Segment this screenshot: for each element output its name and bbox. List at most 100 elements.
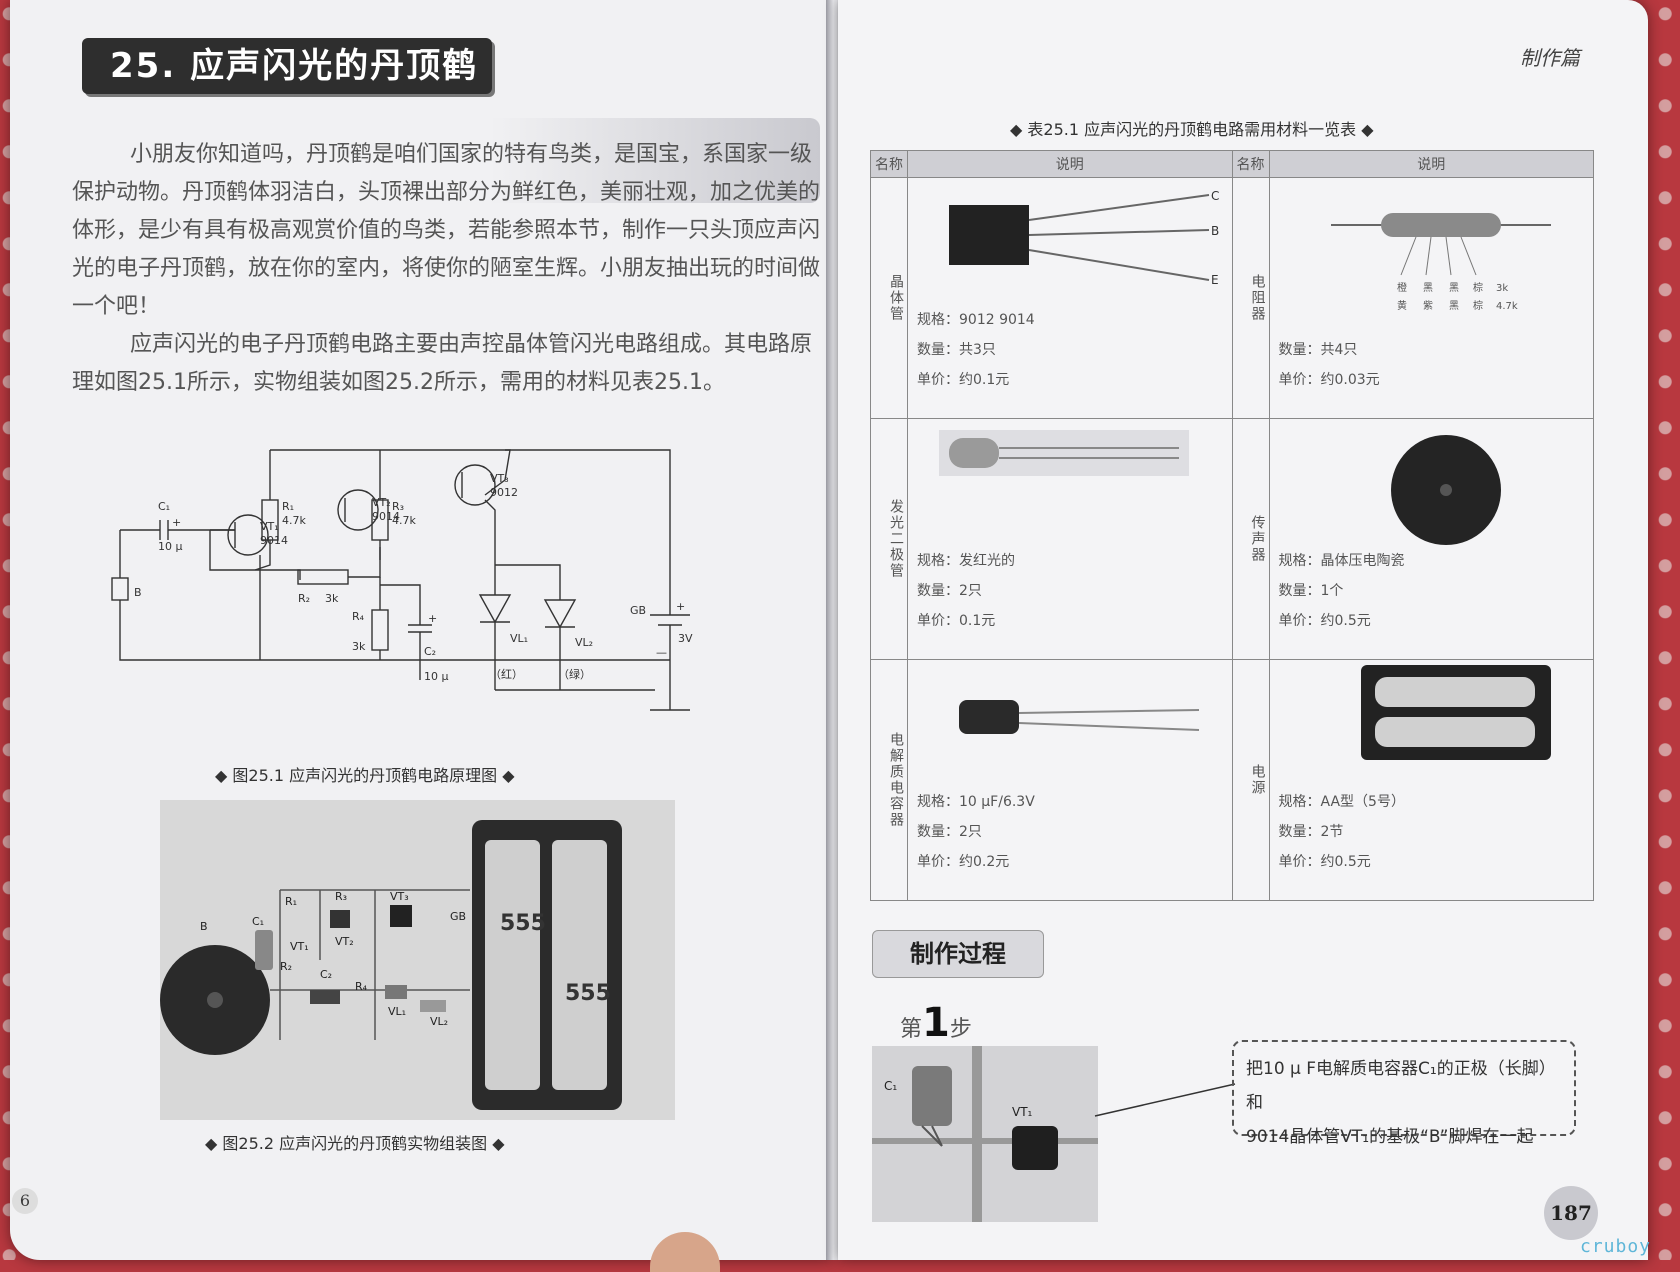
item-price: 单价：约0.5元 <box>1278 854 1371 870</box>
item-price: 单价：约0.1元 <box>917 372 1010 388</box>
vt1-label: VT₁ <box>260 520 279 533</box>
battery-label: 555 <box>500 911 546 936</box>
vt1-value: 9014 <box>260 534 288 547</box>
r4-value: 3k <box>352 640 366 653</box>
figure2-caption: ◆ 图25.2 应声闪光的丹顶鹤实物组装图 ◆ <box>205 1134 505 1153</box>
c1-photo-label: C₁ <box>884 1079 897 1093</box>
instruction-line: 9014晶体管VT₁的基极“B”脚焊在一起 <box>1246 1127 1534 1147</box>
table-row: 电解质电容器 规格：10 μF/6.3V 数量：2只 单价：约0.2元 电源 <box>870 659 1594 901</box>
assembly-illustration: 555 555 B C₁ R₁ R₃ VT₃ VT₁ VT₂ R₂ C₂ R₄ … <box>160 820 622 1110</box>
col-desc-header: 说明 <box>907 150 1233 178</box>
item-qty: 数量：2只 <box>917 583 982 599</box>
step-heading: 第1步 <box>900 1000 972 1046</box>
capacitor-image <box>959 700 1200 734</box>
r2-label: R₂ <box>298 592 310 605</box>
vl2-color: （绿） <box>558 667 591 681</box>
item-spec: 规格：10 μF/6.3V <box>917 794 1035 810</box>
table-row: 晶体管 C B E 规格：9012 9014 数量：共3只 单价：约0.1元 电… <box>870 177 1594 419</box>
watermark: cruboy <box>1580 1236 1652 1257</box>
materials-table: 名称 说明 名称 说明 晶体管 C B E 规格：9012 9014 数量：共3… <box>870 150 1594 901</box>
col-name-header: 名称 <box>870 150 908 178</box>
page-number-right: 187 <box>1544 1186 1598 1240</box>
chapter-title: 25. 应声闪光的丹顶鹤 <box>82 38 492 94</box>
pin-label: C <box>1211 189 1219 203</box>
item-price: 单价：0.1元 <box>917 613 996 629</box>
band-label: 3k <box>1496 283 1508 294</box>
item-qty: 数量：共4只 <box>1278 342 1358 358</box>
item-name: 发光二极管 <box>870 418 908 660</box>
band-label: 棕 <box>1473 281 1483 294</box>
transistor-image: C B E <box>949 189 1219 285</box>
photo-label: R₂ <box>280 960 292 973</box>
circuit-schematic: R₁ 4.7k R₃ 4.7k VT₁ 9014 VT₂ 9014 VT₃ 90… <box>111 449 693 711</box>
left-page: 25. 应声闪光的丹顶鹤 小朋友你知道吗，丹顶鹤是咱们国家的特有鸟类，是国宝，系… <box>10 0 832 1260</box>
gb-label: GB <box>630 604 646 617</box>
table-row: 发光二极管 规格：发红光的 数量：2只 单价：0.1元 传声器 <box>870 418 1594 660</box>
item-spec: 规格：AA型（5号） <box>1278 794 1405 810</box>
c1-label: C₁ <box>158 500 170 513</box>
band-label: 黑 <box>1423 282 1433 294</box>
step-prefix: 第 <box>900 1017 923 1042</box>
photo-label: GB <box>450 910 466 923</box>
vl1-color: （红） <box>490 668 523 681</box>
item-qty: 数量：1个 <box>1278 583 1344 599</box>
c2-value: 10 μ <box>424 670 449 683</box>
figure1-caption: ◆ 图25.1 应声闪光的丹顶鹤电路原理图 ◆ <box>215 766 515 785</box>
callout-pointer <box>1094 1083 1236 1117</box>
r1-value: 4.7k <box>282 514 306 527</box>
process-section-title: 制作过程 <box>872 930 1044 978</box>
chapter-title-shade <box>490 118 820 203</box>
item-price: 单价：约0.03元 <box>1278 372 1380 388</box>
battery-image <box>1360 665 1551 760</box>
item-price: 单价：约0.5元 <box>1278 613 1371 629</box>
item-name: 电阻器 <box>1231 177 1270 419</box>
item-spec: 规格：发红光的 <box>917 553 1015 569</box>
step1-instruction: 把10 μ F电解质电容器C₁的正极（长脚）和 9014晶体管VT₁的基极“B”… <box>1232 1040 1576 1147</box>
assembly-photo: 555 555 B C₁ R₁ R₃ VT₃ VT₁ VT₂ R₂ C₂ R₄ … <box>160 800 675 1120</box>
r4-label: R₄ <box>352 610 365 623</box>
item-spec: 规格：晶体压电陶瓷 <box>1278 553 1405 569</box>
band-label: 黄 <box>1397 299 1407 312</box>
r1-label: R₁ <box>282 500 294 513</box>
band-label: 4.7k <box>1496 301 1518 312</box>
col-desc-header: 说明 <box>1268 150 1594 178</box>
resistor-image: 橙 黑 黑 棕 3k 黄 紫 黑 棕 4.7k <box>1330 213 1551 312</box>
item-name: 电解质电容器 <box>870 659 908 901</box>
col-name-header: 名称 <box>1231 150 1270 178</box>
c2-plus: + <box>428 612 437 625</box>
band-label: 橙 <box>1397 281 1407 294</box>
paragraph: 小朋友你知道吗，丹顶鹤是咱们国家的特有鸟类，是国宝，系国家一级保护动物。丹顶鹤体… <box>72 142 821 319</box>
gb-minus: — <box>656 646 667 659</box>
microphone-image <box>1390 435 1501 545</box>
photo-label: R₁ <box>285 895 297 908</box>
c1-value: 10 μ <box>158 540 183 553</box>
c1-plus: + <box>172 516 181 529</box>
pin-label: E <box>1211 273 1219 285</box>
gb-value: 3V <box>678 632 693 645</box>
photo-label: VL₂ <box>430 1015 448 1028</box>
item-qty: 数量：2节 <box>1278 824 1344 840</box>
item-name: 电源 <box>1231 659 1270 901</box>
r3-label: R₃ <box>392 500 404 513</box>
photo-label: VL₁ <box>388 1005 406 1018</box>
item-spec: 规格：9012 9014 <box>917 312 1035 328</box>
photo-label: C₁ <box>252 915 264 928</box>
band-label: 棕 <box>1473 299 1483 312</box>
photo-label: R₃ <box>335 890 347 903</box>
band-label: 黑 <box>1449 300 1459 312</box>
section-header: 制作篇 <box>1520 46 1580 70</box>
instruction-line: 把10 μ F电解质电容器C₁的正极（长脚）和 <box>1246 1059 1556 1113</box>
c2-label: C₂ <box>424 645 436 658</box>
battery-label: 555 <box>565 981 611 1006</box>
step-number: 1 <box>922 1000 950 1046</box>
led-image <box>939 430 1189 476</box>
item-price: 单价：约0.2元 <box>917 854 1010 870</box>
photo-label: B <box>200 920 208 933</box>
r3-value: 4.7k <box>392 514 416 527</box>
item-qty: 数量：2只 <box>917 824 982 840</box>
photo-label: C₂ <box>320 968 332 981</box>
vt3-value: 9012 <box>490 486 518 499</box>
vl2-label: VL₂ <box>575 636 593 649</box>
intro-text: 小朋友你知道吗，丹顶鹤是咱们国家的特有鸟类，是国宝，系国家一级保护动物。丹顶鹤体… <box>72 136 822 402</box>
r2-value: 3k <box>325 592 339 605</box>
